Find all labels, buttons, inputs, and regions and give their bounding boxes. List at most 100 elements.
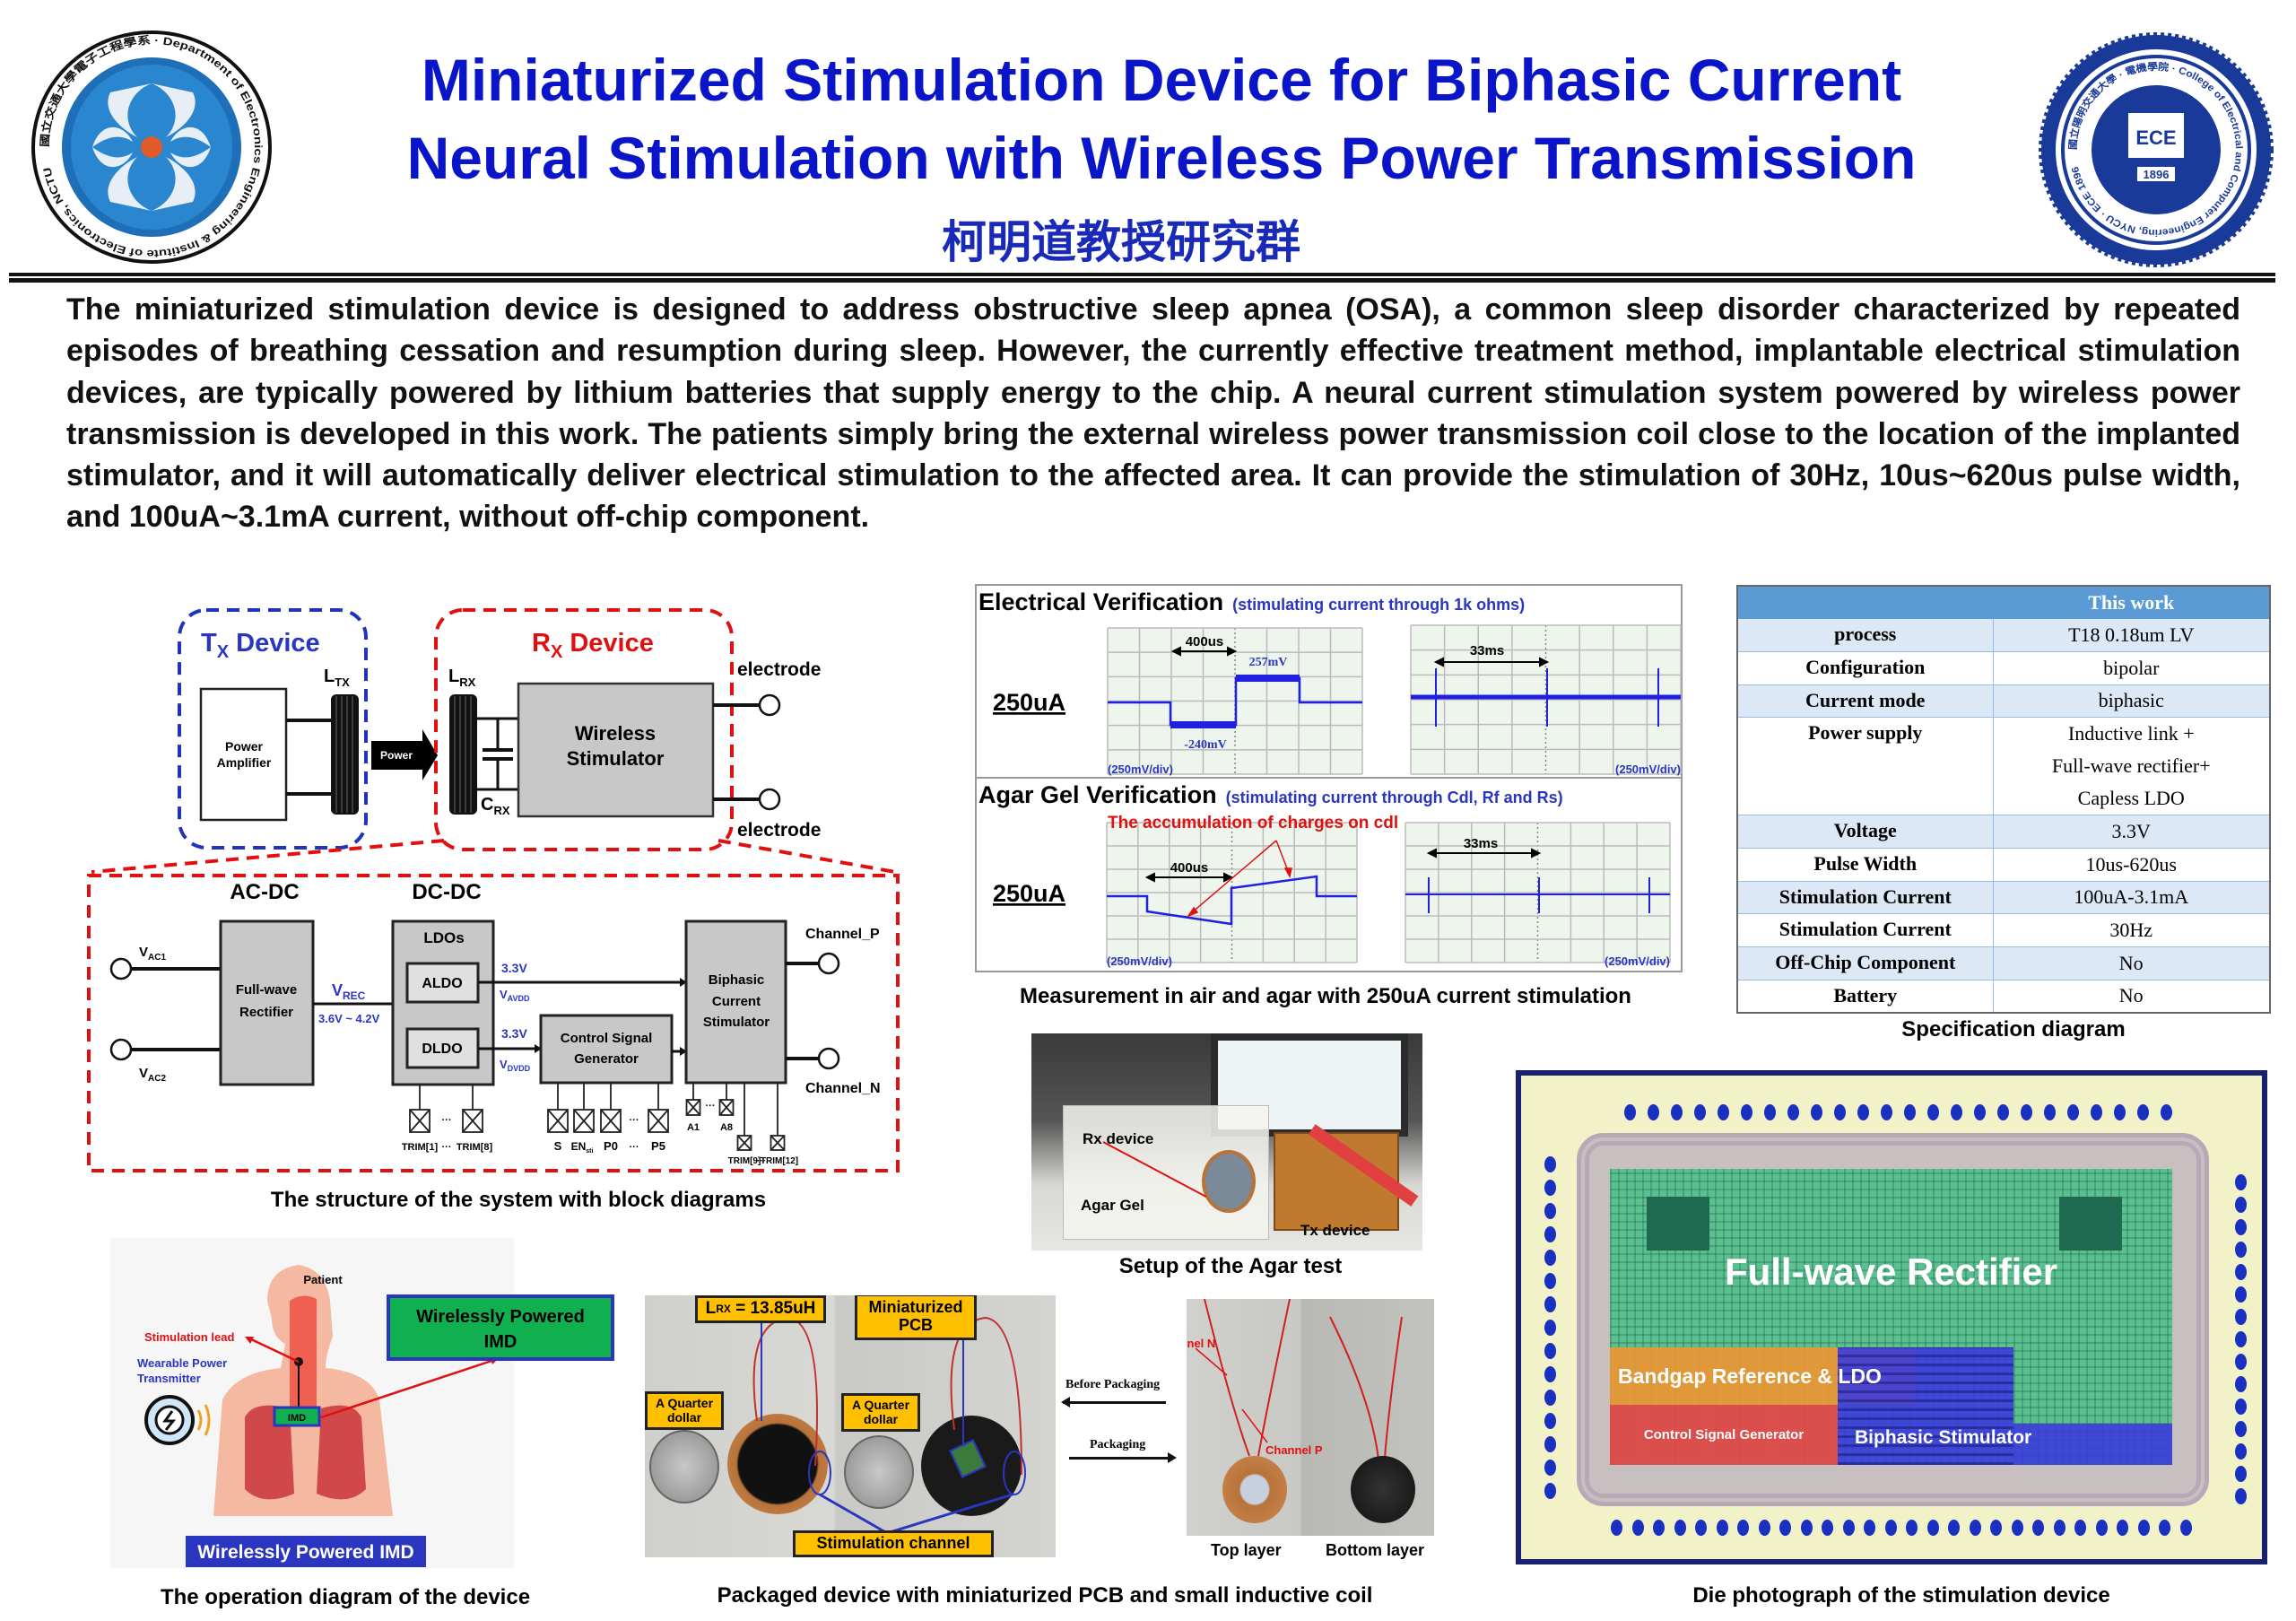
svg-text:Power: Power (380, 749, 413, 762)
die-bond-pad (2067, 1104, 2079, 1120)
measurement-caption: Measurement in air and agar with 250uA c… (1020, 984, 1631, 1008)
svg-text:TRIM[8]: TRIM[8] (457, 1142, 493, 1153)
svg-text:250uA: 250uA (993, 880, 1065, 907)
die-bond-pad (1674, 1520, 1686, 1536)
abstract-paragraph: The miniaturized stimulation device is d… (66, 292, 2240, 535)
die-bond-pad (2235, 1399, 2247, 1415)
svg-text:Amplifier: Amplifier (217, 755, 272, 770)
die-bond-pad (1544, 1156, 1556, 1172)
packaging-arrow (1069, 1457, 1168, 1460)
die-bond-pad (1974, 1104, 1986, 1120)
svg-text:A8: A8 (720, 1122, 733, 1133)
die-bond-pad (1544, 1250, 1556, 1266)
svg-text:electrode: electrode (737, 820, 821, 841)
svg-text:P0: P0 (604, 1139, 618, 1153)
svg-text:(250mV/div): (250mV/div) (1108, 763, 1173, 776)
die-bond-pad (1544, 1203, 1556, 1219)
svg-text:P5: P5 (651, 1139, 665, 1153)
table-header-this-work: This work (1992, 585, 2271, 620)
svg-text:TRIM[9]: TRIM[9] (728, 1156, 761, 1166)
svg-text:Channel_N: Channel_N (805, 1081, 881, 1096)
svg-text:ENsti: ENsti (571, 1140, 594, 1155)
die-bond-pad (1857, 1104, 1869, 1120)
svg-text:VREC: VREC (332, 981, 366, 1002)
oscilloscope-grid (1410, 624, 1682, 775)
svg-text:CRX: CRX (481, 795, 510, 817)
die-bond-pad (1653, 1520, 1665, 1536)
svg-text:Channel_P: Channel_P (805, 927, 880, 942)
bottom-layer-disk (1351, 1456, 1415, 1523)
svg-text:Power: Power (225, 739, 264, 754)
die-bond-pad (2235, 1264, 2247, 1280)
operation-caption: The operation diagram of the device (160, 1585, 531, 1609)
die-label-rectifier: Full-wave Rectifier (1724, 1251, 2058, 1293)
die-bond-pad (2235, 1309, 2247, 1325)
die-bond-pad (1969, 1520, 1981, 1536)
svg-text:A1: A1 (687, 1122, 700, 1133)
die-bond-pad (1671, 1104, 1683, 1120)
svg-text:Wearable Power: Wearable Power (137, 1356, 227, 1370)
svg-text:257mV: 257mV (1249, 656, 1288, 669)
svg-text:···: ··· (630, 1115, 639, 1126)
tx-device-label: Tx device (1300, 1222, 1370, 1239)
svg-text:···: ··· (706, 1101, 716, 1111)
full-wave-rectifier-block (219, 919, 315, 1086)
die-bond-pad (1695, 1520, 1707, 1536)
svg-text:-240mV: -240mV (1184, 738, 1226, 752)
die-bond-pad (1624, 1104, 1636, 1120)
agar-gel-label: Agar Gel (1081, 1197, 1144, 1214)
rx-device-label: Rx device (1083, 1130, 1154, 1147)
die-bond-pad (1884, 1520, 1897, 1536)
die-bond-pad (1926, 1520, 1939, 1536)
die-bond-pad (2137, 1520, 2150, 1536)
die-bond-pad (1737, 1520, 1749, 1536)
die-label-control-signal: Control Signal Generator (1643, 1427, 1805, 1442)
poster-title-line2: Neural Stimulation with Wireless Power T… (406, 125, 1917, 191)
svg-text:AC-DC: AC-DC (230, 880, 299, 904)
measurement-waveforms: Electrical Verification (stimulating cur… (975, 584, 1683, 972)
die-bond-pad (1787, 1104, 1799, 1120)
die-bond-pad (2053, 1520, 2066, 1536)
die-bond-pad (1758, 1520, 1770, 1536)
die-bond-pad (2032, 1520, 2044, 1536)
packaging-label: Packaging (1090, 1438, 1146, 1451)
tx-device-group: TX Device Power Amplifier LTX (178, 608, 368, 850)
svg-text:···: ··· (757, 1156, 766, 1166)
svg-text:Rectifier: Rectifier (239, 1005, 293, 1020)
svg-text:(250mV/div): (250mV/div) (1107, 954, 1172, 968)
svg-text:IMD: IMD (484, 1332, 517, 1352)
patient-body-icon (213, 1265, 393, 1516)
operation-diagram-art: IMD Patient Stimulation lead Wearable Po… (137, 1265, 614, 1567)
svg-text:(stimulating current through 1: (stimulating current through 1k ohms) (1232, 596, 1525, 614)
svg-text:3.3V: 3.3V (501, 961, 527, 975)
rx-coil-icon (449, 694, 477, 815)
electrodes: electrode electrode (713, 659, 821, 841)
die-bond-pad (1544, 1460, 1556, 1476)
die-bond-pad (1906, 1520, 1918, 1536)
die-bond-pad (1822, 1520, 1833, 1536)
die-bond-pad (1631, 1520, 1644, 1536)
die-bond-pad (2074, 1520, 2086, 1536)
die-bond-pad (2095, 1520, 2108, 1536)
svg-text:33ms: 33ms (1470, 643, 1504, 658)
svg-text:3.6V ~ 4.2V: 3.6V ~ 4.2V (318, 1012, 380, 1025)
waveform-electrical-period (1411, 668, 1681, 727)
power-transfer-arrow: Power (371, 729, 438, 780)
die-bond-pad (1544, 1226, 1556, 1242)
svg-text:TX Device: TX Device (201, 629, 320, 662)
capacitor-icon (477, 717, 518, 791)
svg-text:400us: 400us (1186, 634, 1224, 649)
die-bond-pad (2117, 1520, 2128, 1536)
svg-text:The accumulation of charges on: The accumulation of charges on cdl (1108, 814, 1398, 832)
die-bond-pad (1834, 1104, 1846, 1120)
svg-text:Current: Current (712, 994, 761, 1009)
die-bond-pad (1951, 1104, 1962, 1120)
die-bond-pad (1544, 1366, 1556, 1382)
top-bottom-layer-photo: Channel N Channel P (1187, 1299, 1434, 1536)
